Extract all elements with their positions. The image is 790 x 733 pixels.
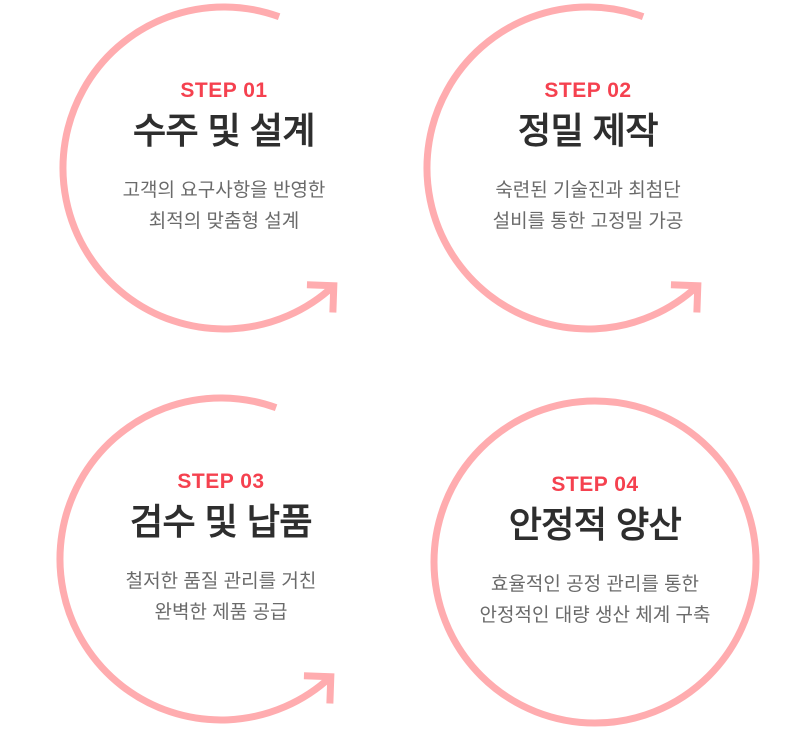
step-description-line: 설비를 통한 고정밀 가공 xyxy=(492,211,684,232)
step-description: 효율적인 공정 관리를 통한 안정적인 대량 생산 체계 구축 xyxy=(480,569,711,631)
step-description: 숙련된 기술진과 최첨단 설비를 통한 고정밀 가공 xyxy=(493,175,684,237)
step-card-03: STEP 03 검수 및 납품 철저한 품질 관리를 거친 완벽한 제품 공급 xyxy=(55,393,387,725)
step-text-block: STEP 03 검수 및 납품 철저한 품질 관리를 거친 완벽한 제품 공급 xyxy=(55,393,387,725)
step-card-04: STEP 04 안정적 양산 효율적인 공정 관리를 통한 안정적인 대량 생산… xyxy=(429,396,761,728)
step-title: 수주 및 설계 xyxy=(132,110,316,151)
arc-arrow-icon xyxy=(423,3,702,333)
step-card-02: STEP 02 정밀 제작 숙련된 기술진과 최첨단 설비를 통한 고정밀 가공 xyxy=(422,2,754,334)
step-description-line: 안정적인 대량 생산 체계 구축 xyxy=(479,605,711,626)
step-description: 철저한 품질 관리를 거친 완벽한 제품 공급 xyxy=(126,566,317,628)
step-number-label: STEP 01 xyxy=(180,79,268,102)
arc-arrow-icon xyxy=(56,394,335,724)
step-title: 정밀 제작 xyxy=(518,110,658,151)
step-description-line: 효율적인 공정 관리를 통한 xyxy=(490,574,700,595)
arc-arrow-icon xyxy=(59,3,338,333)
step-number-label: STEP 03 xyxy=(177,470,265,493)
step-text-block: STEP 02 정밀 제작 숙련된 기술진과 최첨단 설비를 통한 고정밀 가공 xyxy=(422,2,754,334)
step-description: 고객의 요구사항을 반영한 최적의 맞춤형 설계 xyxy=(123,175,326,237)
step-description-line: 숙련된 기술진과 최첨단 xyxy=(495,180,681,201)
step-description-line: 완벽한 제품 공급 xyxy=(154,602,288,623)
step-number-label: STEP 02 xyxy=(544,79,632,102)
step-title: 안정적 양산 xyxy=(508,504,682,545)
step-title: 검수 및 납품 xyxy=(129,501,313,542)
step-text-block: STEP 01 수주 및 설계 고객의 요구사항을 반영한 최적의 맞춤형 설계 xyxy=(58,2,390,334)
step-card-01: STEP 01 수주 및 설계 고객의 요구사항을 반영한 최적의 맞춤형 설계 xyxy=(58,2,390,334)
closed-circle-icon xyxy=(430,397,760,727)
step-description-line: 고객의 요구사항을 반영한 xyxy=(122,180,326,201)
step-description-line: 철저한 품질 관리를 거친 xyxy=(125,571,317,592)
step-number-label: STEP 04 xyxy=(551,473,639,496)
step-text-block: STEP 04 안정적 양산 효율적인 공정 관리를 통한 안정적인 대량 생산… xyxy=(429,396,761,728)
step-description-line: 최적의 맞춤형 설계 xyxy=(148,211,300,232)
